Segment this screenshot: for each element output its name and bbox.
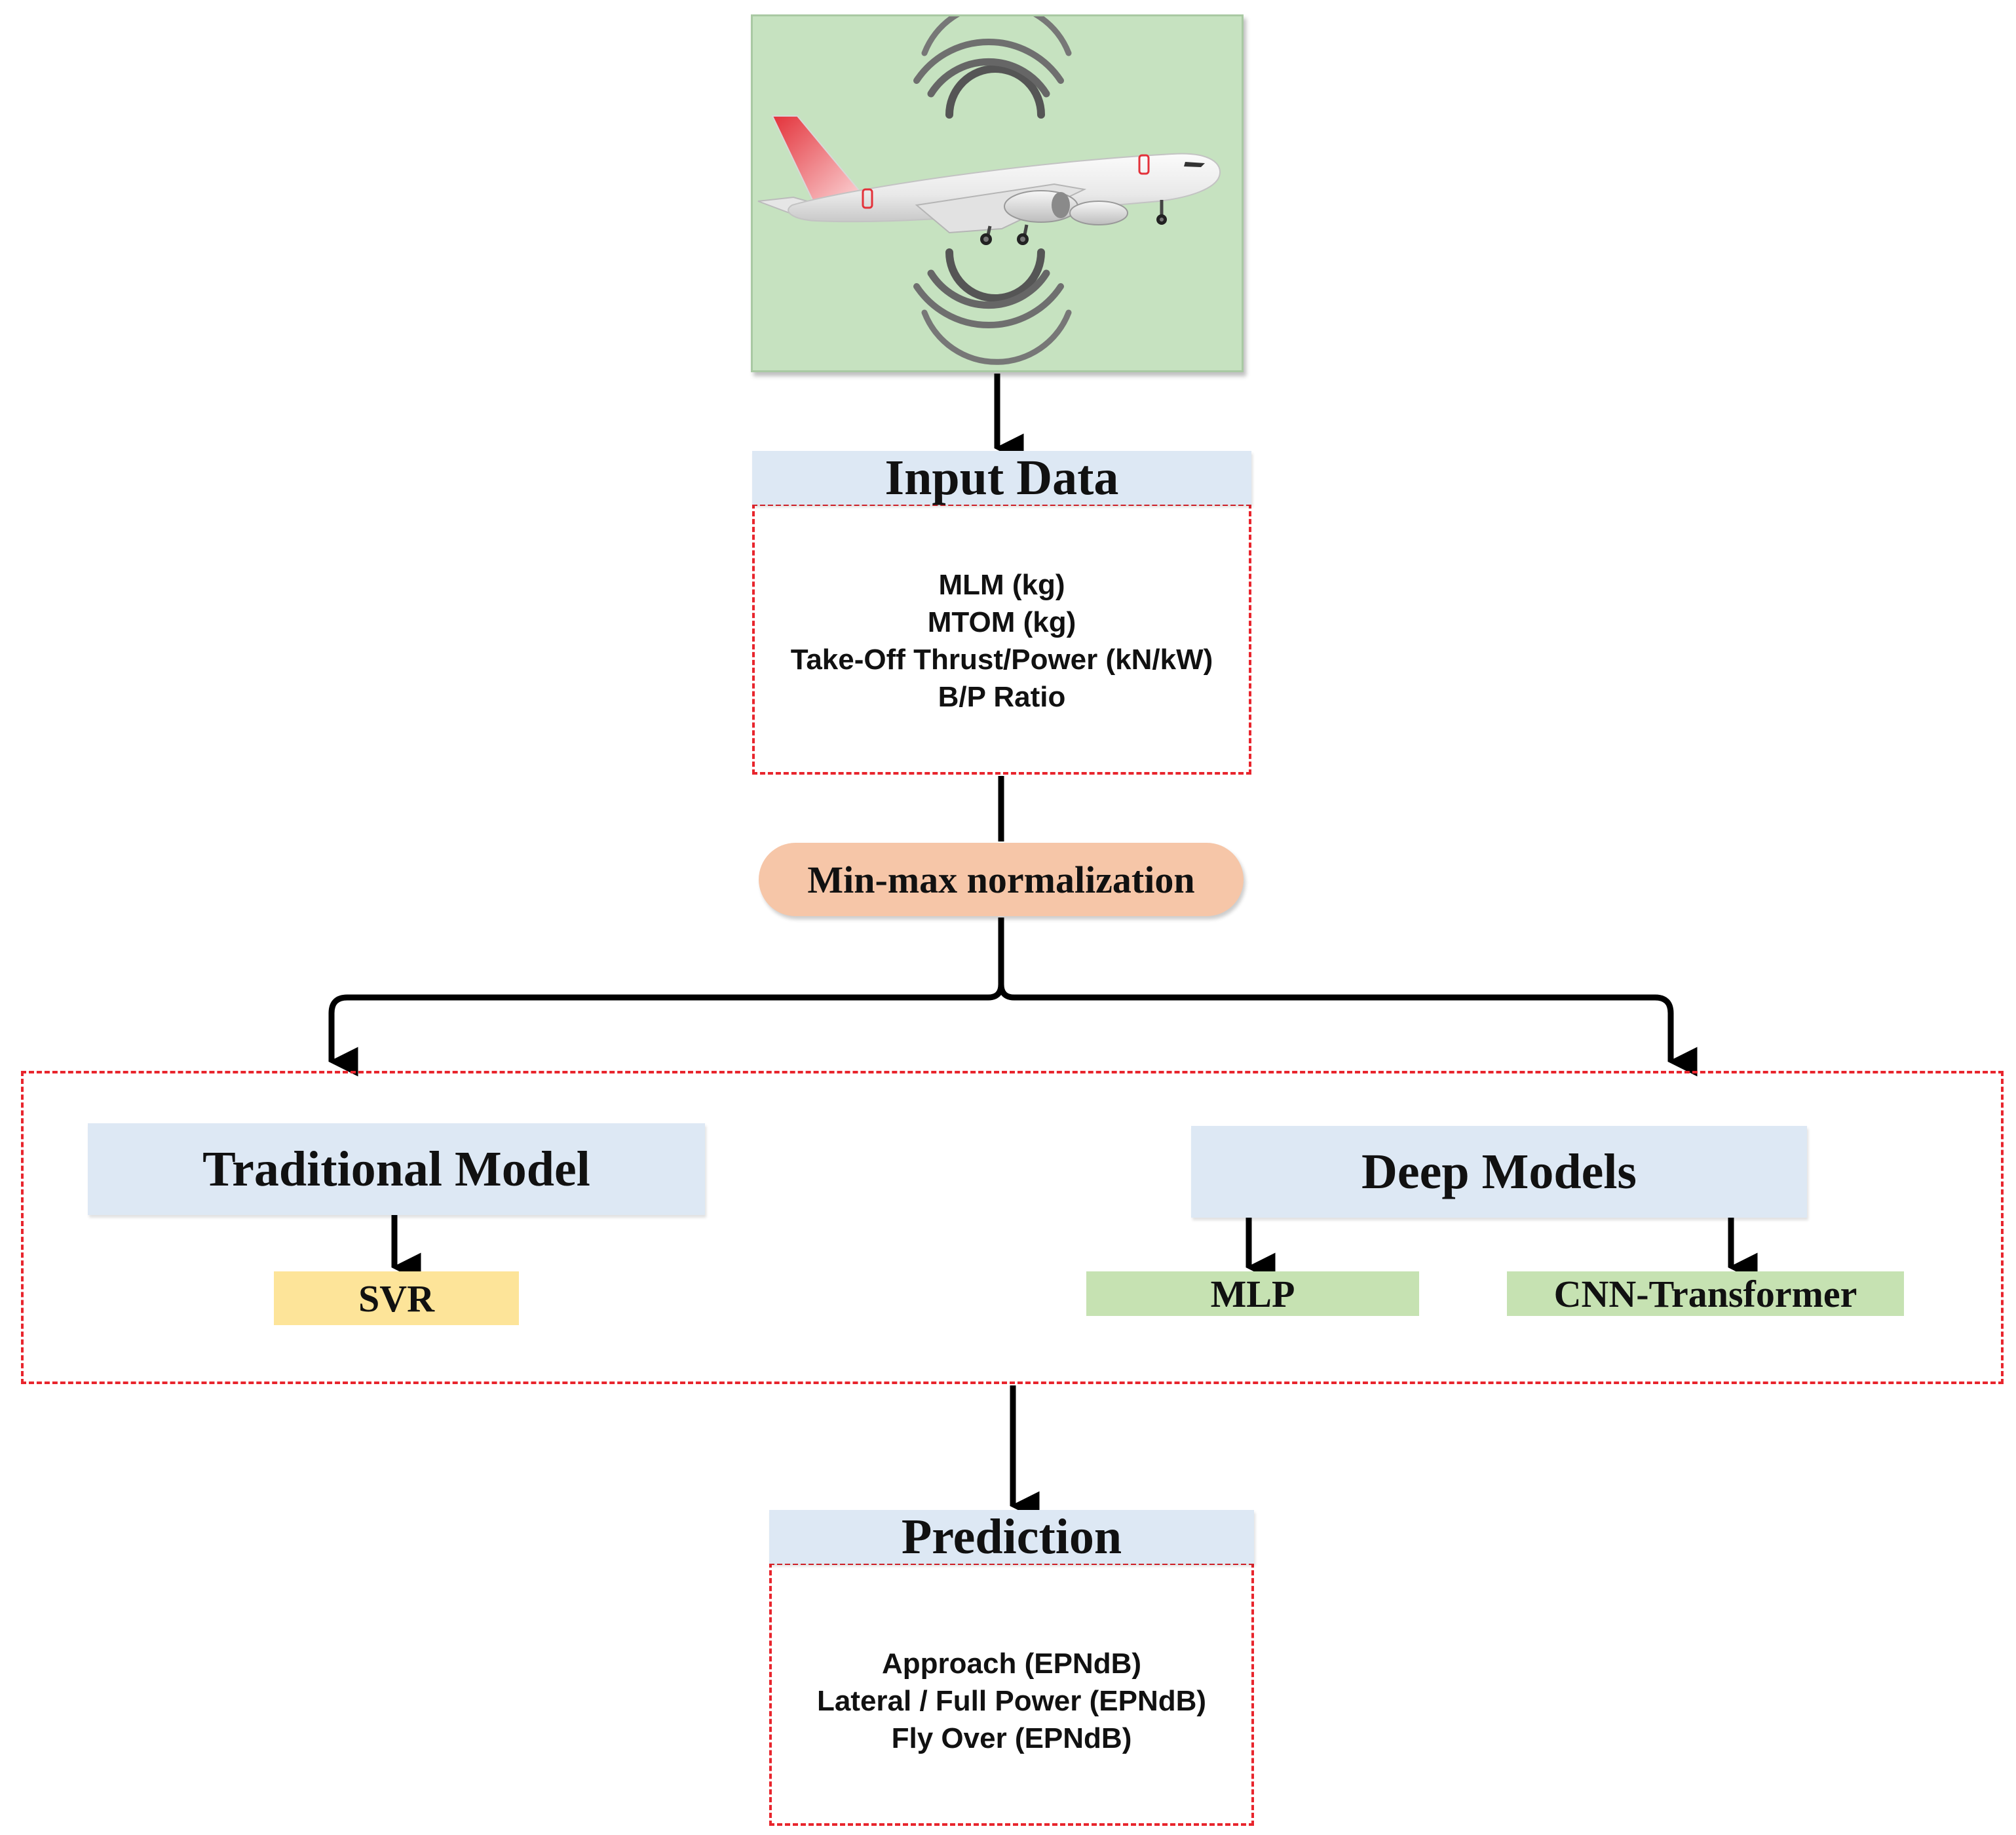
input-item: B/P Ratio xyxy=(938,681,1066,713)
input-item: Take-Off Thrust/Power (kN/kW) xyxy=(790,644,1213,676)
prediction-item: Fly Over (EPNdB) xyxy=(891,1722,1132,1754)
prediction-item: Approach (EPNdB) xyxy=(882,1647,1141,1680)
models-group xyxy=(21,1071,2004,1384)
deep-models-title: Deep Models xyxy=(1191,1126,1807,1218)
traditional-model-title: Traditional Model xyxy=(88,1123,705,1215)
signal-waves-icon xyxy=(913,248,1072,365)
input-data-list: MLM (kg) MTOM (kg) Take-Off Thrust/Power… xyxy=(752,503,1251,775)
input-item: MLM (kg) xyxy=(938,569,1065,601)
input-item: MTOM (kg) xyxy=(927,606,1076,638)
mlp-model: MLP xyxy=(1086,1271,1419,1316)
prediction-list: Approach (EPNdB) Lateral / Full Power (E… xyxy=(769,1562,1254,1826)
prediction-title: Prediction xyxy=(769,1509,1254,1564)
airplane-icon xyxy=(757,1,1221,365)
cnn-transformer-model: CNN-Transformer xyxy=(1507,1271,1904,1316)
normalization-step: Min-max normalization xyxy=(759,843,1244,916)
airplane-illustration-panel xyxy=(751,1,1244,372)
prediction-item: Lateral / Full Power (EPNdB) xyxy=(816,1684,1207,1717)
connector-normalization-to-models xyxy=(328,918,1004,1077)
svr-model: SVR xyxy=(274,1271,519,1325)
input-data-title: Input Data xyxy=(752,450,1251,505)
